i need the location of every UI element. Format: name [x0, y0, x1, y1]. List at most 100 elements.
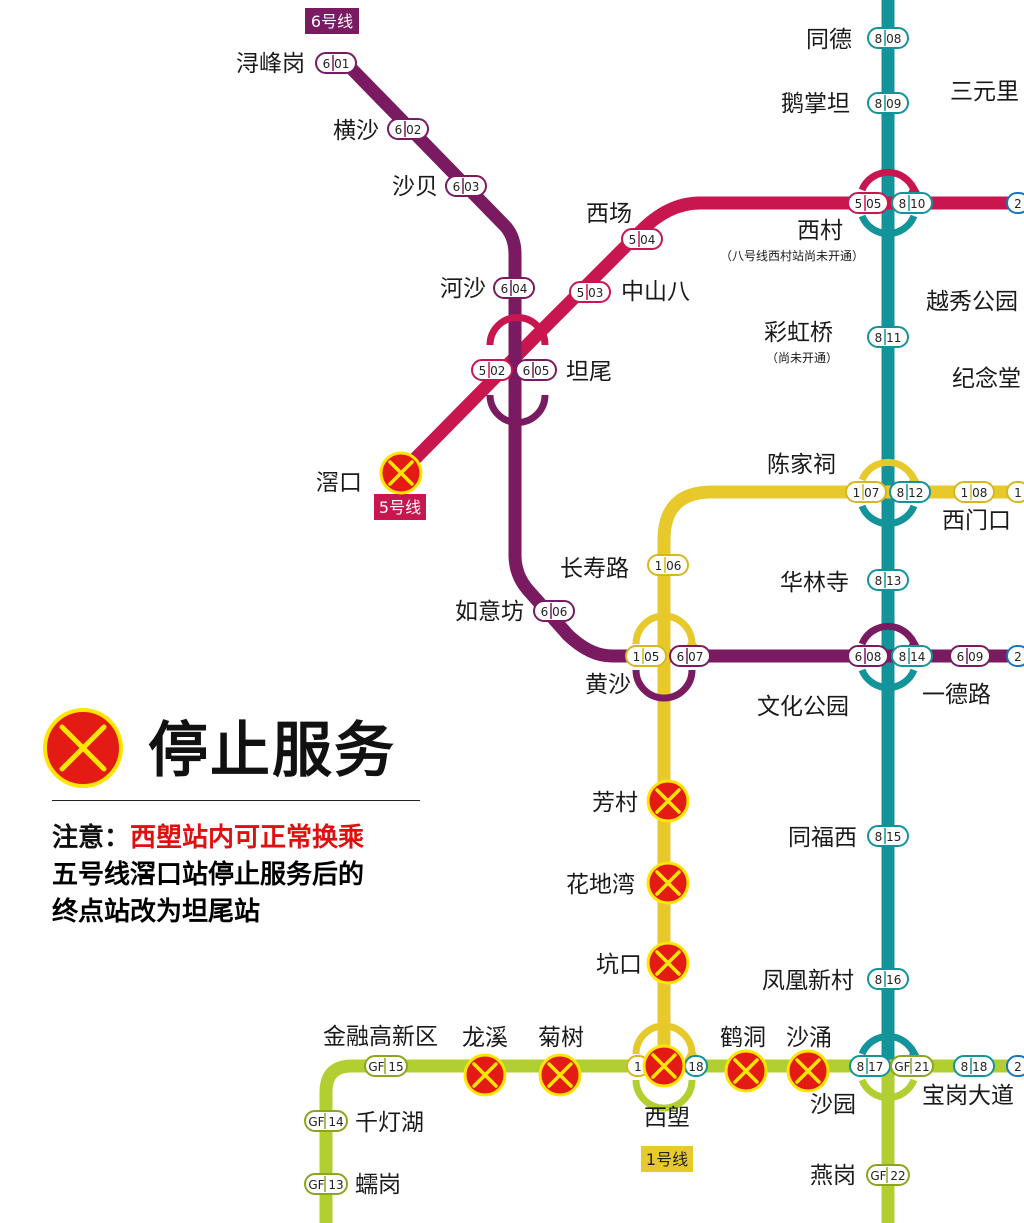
station-hesha[interactable]: 河沙: [440, 276, 486, 302]
station-xicun[interactable]: 西村: [797, 218, 843, 244]
station-huadiwan[interactable]: 花地湾: [566, 872, 635, 898]
station-leigang[interactable]: 蠕岗: [355, 1172, 401, 1198]
station-qiandenghu[interactable]: 千灯湖: [355, 1110, 424, 1136]
station-code-608: 6 08: [847, 645, 889, 667]
station-code-text: 6 09: [957, 650, 984, 664]
station-jushu[interactable]: 菊树: [538, 1025, 584, 1051]
station-jiniantang[interactable]: 纪念堂: [952, 366, 1021, 392]
station-code-text: 8 13: [875, 574, 902, 588]
station-code-text: 8 17: [857, 1060, 884, 1074]
station-caihongqiao[interactable]: 彩虹桥: [764, 320, 833, 346]
station-code-text: 6 04: [501, 282, 528, 296]
station-yangang[interactable]: 燕岗: [810, 1163, 856, 1189]
closed-marker-xilang: [642, 1044, 686, 1088]
station-code-gf21: GF 21: [890, 1055, 934, 1077]
svg-text:6号线: 6号线: [311, 12, 353, 31]
station-ximenkou[interactable]: 西门口: [942, 508, 1011, 534]
closed-marker-longxi: [463, 1053, 507, 1097]
station-code-text: 8 16: [875, 973, 902, 987]
station-ruyifang[interactable]: 如意坊: [455, 599, 524, 625]
line-1-badge: 1号线: [641, 1146, 693, 1172]
station-code-813: 8 13: [867, 569, 909, 591]
station-code-text: GF 21: [894, 1060, 929, 1074]
station-fangcun[interactable]: 芳村: [592, 790, 638, 816]
station-tongfuxi[interactable]: 同福西: [788, 825, 857, 851]
station-tongde[interactable]: 同德: [806, 27, 852, 53]
station-names: 浔峰岗 横沙 沙贝 河沙 坦尾 滘口 西场 中山八 如意坊 长寿路 黄沙 陈家祠…: [236, 27, 1021, 1198]
station-changshoulu[interactable]: 长寿路: [560, 556, 629, 582]
station-code-text: 1 06: [655, 559, 682, 573]
station-shayuan[interactable]: 沙园: [810, 1092, 856, 1118]
station-code-text: 8 14: [899, 650, 926, 664]
station-code-text: 6 07: [677, 650, 704, 664]
station-jiaokou[interactable]: 滘口: [316, 470, 362, 496]
station-code-text: 8 10: [899, 197, 926, 211]
station-xilang[interactable]: 西塱: [644, 1105, 690, 1131]
station-code-text: 5 02: [479, 364, 506, 378]
station-code-818: 8 18: [953, 1055, 995, 1077]
notice-line-1: 注意：西塱站内可正常换乘: [52, 820, 432, 856]
station-code-text: 6 03: [453, 180, 480, 194]
station-code-505: 5 05: [847, 192, 889, 214]
station-huangsha[interactable]: 黄沙: [585, 672, 631, 698]
station-code-603: 6 03: [445, 175, 487, 197]
station-code-604: 6 04: [493, 277, 535, 299]
station-fenghuangxincun[interactable]: 凤凰新村: [762, 968, 854, 994]
station-sanyuanli[interactable]: 三元里: [950, 79, 1019, 105]
station-code-text: GF 15: [368, 1060, 403, 1074]
station-xichang[interactable]: 西场: [586, 201, 632, 227]
station-zhongshanba[interactable]: 中山八: [621, 279, 690, 305]
station-code-602: 6 02: [387, 118, 429, 140]
station-code-text: 8 11: [875, 331, 902, 345]
station-code-605: 6 05: [515, 359, 557, 381]
line-6: [342, 59, 1024, 663]
station-ezhangtan[interactable]: 鹅掌坦: [781, 91, 850, 117]
station-code-text: 2: [1014, 197, 1022, 211]
station-tanwei[interactable]: 坦尾: [566, 359, 612, 385]
legend-closed-label: 停止服务: [148, 716, 396, 786]
station-hedong[interactable]: 鹤洞: [720, 1025, 766, 1051]
station-shachong[interactable]: 沙涌: [786, 1025, 832, 1051]
closed-marker-huadiwan: [646, 861, 690, 905]
station-hengsha[interactable]: 横沙: [333, 118, 379, 144]
legend-divider: [52, 800, 420, 801]
station-kengkou[interactable]: 坑口: [596, 952, 642, 978]
station-yidelu[interactable]: 一德路: [922, 682, 991, 708]
station-code-108: 1 08: [953, 481, 995, 503]
station-code-607: 6 07: [669, 645, 711, 667]
station-code-107: 1 07: [845, 481, 887, 503]
line-5-badge: 5号线: [374, 494, 426, 520]
closed-marker-fangcun: [646, 779, 690, 823]
station-yuexiugongyuan[interactable]: 越秀公园: [926, 289, 1018, 315]
station-code-609: 6 09: [949, 645, 991, 667]
station-code-text: 1 05: [633, 650, 660, 664]
closed-marker-hedong: [724, 1049, 768, 1093]
station-wenhuagongyuan[interactable]: 文化公园: [757, 694, 849, 720]
station-hualinsi[interactable]: 华林寺: [780, 570, 849, 596]
station-shabei[interactable]: 沙贝: [392, 174, 438, 200]
station-code-text: 6 01: [323, 57, 350, 71]
station-code-text: 2: [1014, 650, 1022, 664]
station-code-text: 6 06: [541, 605, 568, 619]
station-baogangdadao[interactable]: 宝岗大道: [922, 1083, 1014, 1109]
closed-marker-jushu: [538, 1053, 582, 1097]
station-code-text: 6 02: [395, 123, 422, 137]
station-chenjiaci[interactable]: 陈家祠: [767, 452, 836, 478]
station-code-1b: 1: [1006, 481, 1024, 503]
station-longxi[interactable]: 龙溪: [462, 1025, 508, 1051]
svg-text:1号线: 1号线: [646, 1150, 688, 1169]
station-code-811: 8 11: [867, 326, 909, 348]
line-gf: [319, 1059, 1024, 1223]
station-code-text: 1 07: [853, 486, 880, 500]
station-code-text: 8 12: [897, 486, 924, 500]
station-code-text: 6 05: [523, 364, 550, 378]
station-jinronggaoxinqu[interactable]: 金融高新区: [323, 1024, 438, 1050]
station-code-502: 5 02: [471, 359, 513, 381]
station-code-text: 2: [1014, 1060, 1022, 1074]
station-xunfenggang[interactable]: 浔峰岗: [236, 51, 305, 77]
closed-station-markers: [379, 451, 830, 1097]
station-xicun-note: （八号线西村站尚未开通）: [720, 249, 864, 263]
station-code-text: GF 22: [870, 1169, 905, 1183]
station-code-text: 8 18: [961, 1060, 988, 1074]
